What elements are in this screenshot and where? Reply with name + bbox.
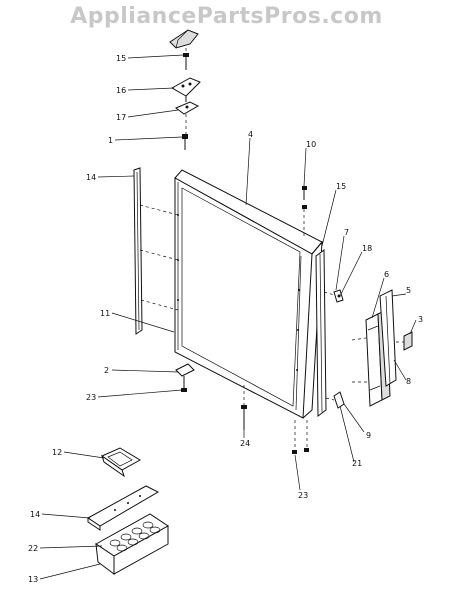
hinge-plate-part [175,101,200,134]
callout-2: 2 [104,366,109,375]
callout-6: 6 [384,270,389,279]
screw-part-16 [183,48,189,70]
callout-12: 12 [52,448,62,457]
screw-part-10 [302,186,307,236]
ice-bin-cover-part [87,485,160,531]
callout-22: 22 [28,544,38,553]
leader-lines [39,54,417,580]
callout-23-right: 23 [298,491,308,500]
callout-15-left: 14 [86,173,96,182]
callout-17: 16 [116,86,126,95]
callout-23-left: 23 [86,393,96,402]
screw-part-24 [241,385,247,430]
hinge-bracket-part [170,77,201,102]
hinge-pin-part [323,289,344,303]
callout-10: 10 [306,140,316,149]
callout-18: 17 [116,113,126,122]
callout-14: 14 [30,510,40,519]
ice-bin-part [95,513,169,575]
bottom-left-bracket-part [175,363,195,392]
callout-15-right: 15 [336,182,346,191]
left-trim-strip-part [133,167,179,335]
callout-7: 7 [344,228,349,237]
callout-20: 18 [362,244,372,253]
watermark: AppliancePartsPros.com [70,4,383,29]
callout-11: 11 [100,309,110,318]
callout-5: 5 [406,286,411,295]
callout-3: 3 [418,315,423,324]
callout-9: 9 [366,431,371,440]
callout-24: 24 [240,439,250,448]
callout-8: 8 [406,377,411,386]
callout-labels: 15 16 17 1 14 4 10 15 7 18 6 5 3 8 9 21 … [28,54,423,584]
callout-16: 15 [116,54,126,63]
callout-1: 1 [108,136,113,145]
screw-part-1 [182,134,188,150]
handle-assembly-part [351,289,413,407]
callout-13: 13 [28,575,38,584]
screw-part-23-right [292,420,309,454]
right-trim-strip-part [315,249,327,417]
hinge-cover-part [169,29,199,49]
door-panel-part [174,169,323,419]
callout-21: 21 [352,459,362,468]
bottom-hinge-part [325,391,345,409]
callout-4: 4 [248,130,253,139]
ice-tray-part [100,447,141,478]
